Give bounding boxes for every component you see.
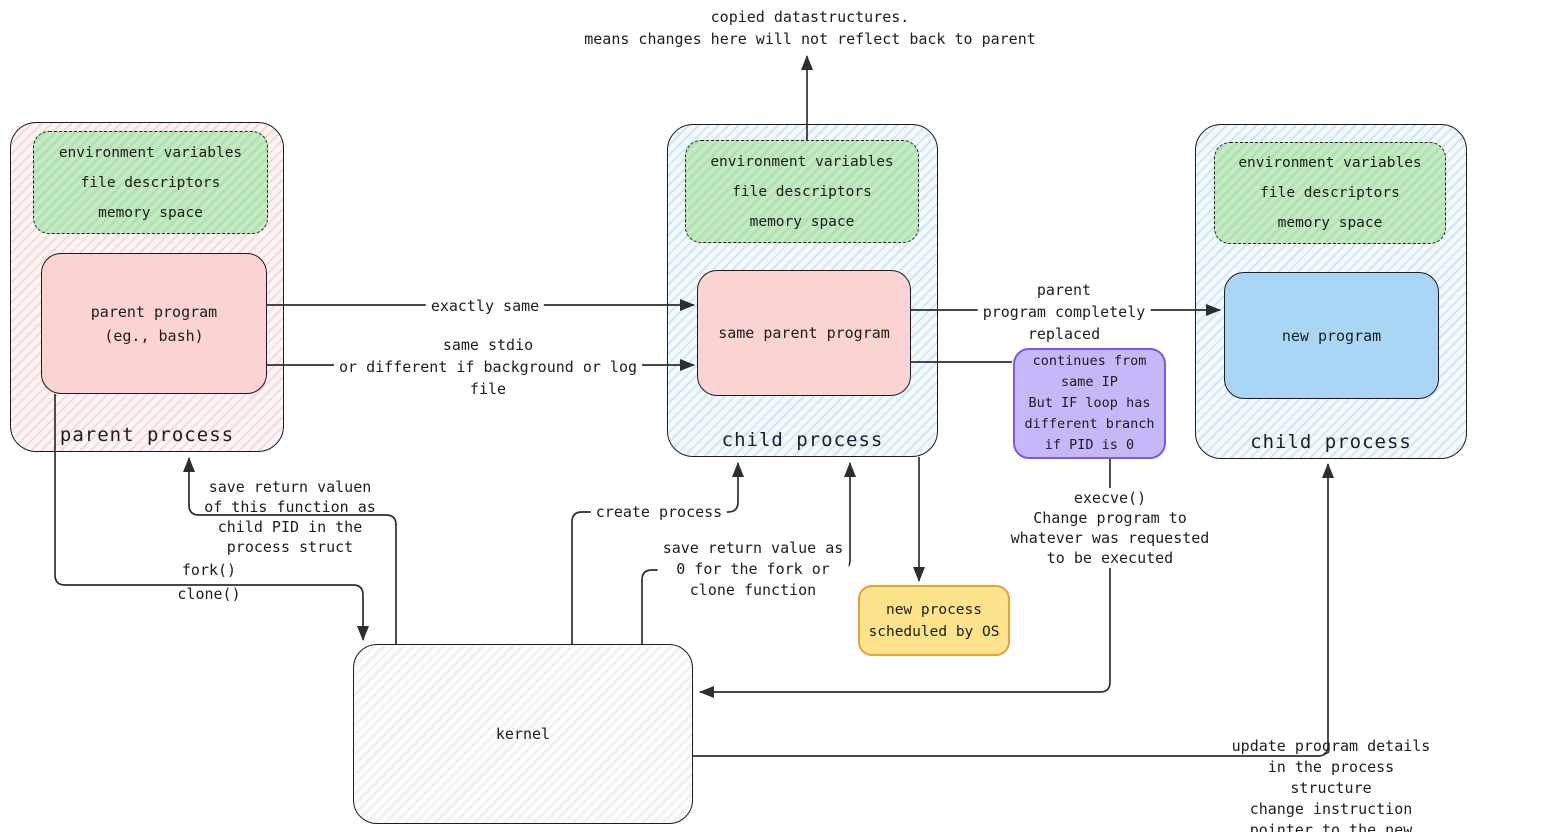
- note-execve: execve() Change program to whatever was …: [1005, 488, 1215, 568]
- fork-child-program-box: same parent program: [697, 270, 911, 396]
- fork-child-shared-resources-box: environment variables file descriptors m…: [685, 140, 919, 243]
- parent-process-label: parent process: [59, 424, 235, 446]
- parent-program-box: parent program (eg., bash): [41, 253, 267, 394]
- exec-child-program-box: new program: [1224, 272, 1439, 399]
- parent-process-box: environment variables file descriptors m…: [10, 122, 284, 452]
- exec-child-process-box: environment variables file descriptors m…: [1195, 124, 1467, 459]
- note-save-return-parent: save return valuen of this function as c…: [204, 478, 376, 556]
- parent-shared-resources-box: environment variables file descriptors m…: [33, 131, 268, 234]
- exec-child-shared-resources-box: environment variables file descriptors m…: [1214, 142, 1446, 244]
- note-same-stdio: same stdio or different if background or…: [333, 334, 643, 400]
- note-copied-datastructures: copied datastructures. means changes her…: [584, 8, 1036, 48]
- kernel-box: kernel: [353, 644, 693, 824]
- kernel-label: kernel: [495, 725, 551, 743]
- exec-child-process-label: child process: [1250, 431, 1412, 453]
- note-save-return-child: save return value as 0 for the fork or c…: [657, 538, 849, 601]
- note-program-replaced: parent program completely replaced: [977, 279, 1151, 345]
- note-create-process: create process: [590, 502, 728, 522]
- fork-child-process-label: child process: [721, 429, 884, 451]
- note-fork-clone: fork() clone(): [177, 561, 241, 603]
- new-process-scheduled-box: new process scheduled by OS: [858, 585, 1010, 656]
- fork-child-process-box: environment variables file descriptors m…: [667, 124, 938, 457]
- note-exactly-same: exactly same: [425, 295, 545, 317]
- continues-from-ip-box: continues from same IP But IF loop has d…: [1013, 348, 1166, 459]
- note-update-details: update program details in the process st…: [1231, 737, 1431, 832]
